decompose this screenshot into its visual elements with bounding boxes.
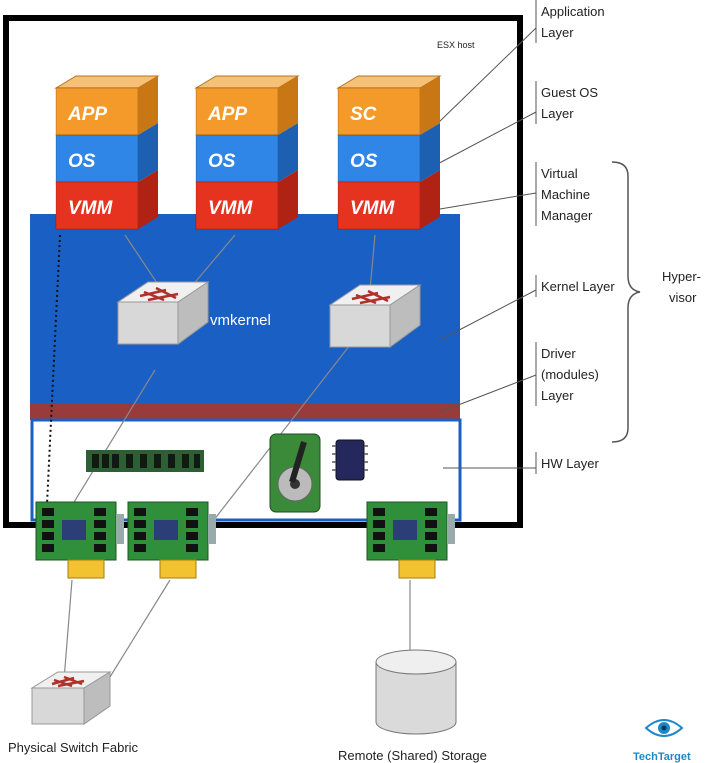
hard-disk (269, 433, 321, 513)
vmkernel-switch-1 (116, 281, 210, 345)
vmkernel-label: vmkernel (210, 312, 271, 329)
vm-stacks: APP OS VMM APP OS VMM SC OS VMM (54, 75, 442, 230)
vm-vmm-block (195, 181, 279, 230)
vm-vmm-block (55, 181, 139, 230)
vm-app-label: APP (207, 104, 247, 125)
vm-app-block (337, 87, 421, 136)
storage-cylinder (375, 649, 457, 735)
layer-label-line: (modules) (541, 367, 599, 382)
hypervisor-label: Hyper- visor (662, 269, 705, 305)
layer-label-line: Driver (541, 346, 576, 361)
layer-label-line: Application (541, 4, 605, 19)
layer-label-line: Guest OS (541, 85, 598, 100)
vm-os-label: OS (68, 151, 96, 172)
esx-host-label: ESX host (437, 40, 475, 50)
physical-switch (30, 671, 112, 725)
layer-label-2: Guest OS Layer (535, 81, 598, 124)
cpu-chip (332, 439, 368, 481)
layer-label-4: Kernel Layer (535, 275, 615, 297)
layer-label-line: Layer (541, 25, 574, 40)
vm-vmm-label: VMM (208, 198, 254, 219)
nic-card-1 (35, 501, 124, 579)
vmkernel-switch-2 (328, 284, 422, 348)
vm-os-block (195, 134, 279, 183)
memory-module (86, 450, 204, 472)
layer-label-line: Machine (541, 187, 590, 202)
nic-card-3 (366, 501, 455, 579)
vm-app-label: SC (350, 104, 377, 125)
driver-band (30, 404, 460, 420)
vm-stack-1: APP OS VMM (54, 75, 160, 230)
layer-label-line: Layer (541, 106, 574, 121)
layer-label-5: Driver (modules) Layer (535, 342, 599, 406)
techtarget-eye-logo (644, 719, 684, 737)
layer-label-line: Layer (541, 388, 574, 403)
vm-app-label: APP (67, 104, 107, 125)
vm-vmm-label: VMM (350, 198, 396, 219)
vm-os-label: OS (208, 151, 236, 172)
vm-vmm-label: VMM (68, 198, 114, 219)
vm-app-block (195, 87, 279, 136)
dotted-connection (45, 234, 61, 526)
layer-label-line: Virtual (541, 166, 578, 181)
leader-lines (427, 27, 537, 469)
vm-stack-3: SC OS VMM (336, 75, 442, 230)
layer-label-6: HW Layer (535, 452, 599, 474)
layer-label-line: HW Layer (541, 456, 599, 471)
vm-stack-2: APP OS VMM (194, 75, 300, 230)
vm-os-label: OS (350, 151, 378, 172)
logo-text: TechTarget (633, 751, 691, 763)
hypervisor-brace (611, 161, 641, 443)
vm-os-block (55, 134, 139, 183)
storage-label: Remote (Shared) Storage (338, 748, 487, 763)
nic-cards (35, 501, 455, 579)
layer-label-line: Manager (541, 208, 593, 223)
nic-card-2 (127, 501, 216, 579)
switch-fabric-label: Physical Switch Fabric (8, 740, 139, 755)
vm-vmm-block (337, 181, 421, 230)
layer-label-line: Kernel Layer (541, 279, 615, 294)
